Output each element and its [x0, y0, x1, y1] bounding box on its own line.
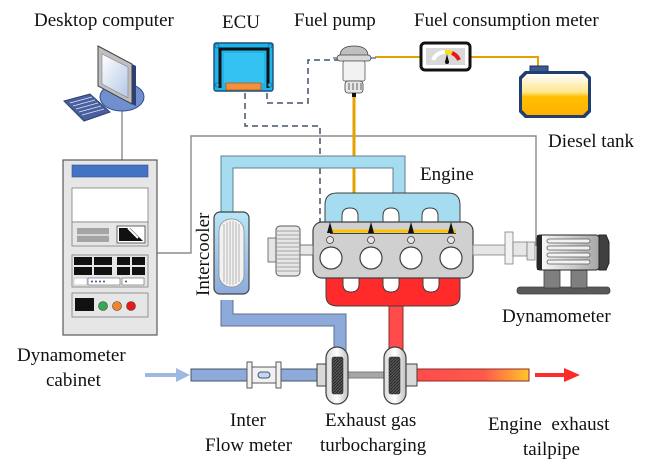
desktop-computer-icon [63, 45, 145, 122]
label-fuel-pump: Fuel pump [294, 10, 376, 31]
exhaust-arrow-icon [535, 368, 580, 382]
exhaust-tailpipe [416, 368, 530, 382]
label-diesel-tank: Diesel tank [548, 131, 635, 152]
engine-pulley [267, 225, 314, 277]
label-engine: Engine [420, 164, 474, 185]
fuel-consumption-meter-icon [419, 41, 472, 72]
cylinder-3 [399, 222, 423, 270]
label-intercooler: Intercooler [193, 212, 214, 296]
cylinder-4 [439, 222, 463, 270]
label-dynamometer-cabinet-line2: cabinet [46, 370, 102, 391]
cable-cabinet-dynamometer [157, 135, 537, 254]
label-turbo-line2: turbocharging [320, 435, 427, 456]
intake-arrow-icon [145, 368, 190, 382]
label-dynamometer: Dynamometer [502, 306, 611, 327]
dynamometer-cabinet-icon [62, 159, 158, 336]
label-turbo-line1: Exhaust gas [325, 410, 416, 431]
status-lamp-green [98, 301, 108, 311]
diesel-tank-icon [519, 65, 591, 118]
intercooler [213, 211, 250, 295]
fuel-line-meter-tank [470, 56, 539, 66]
cabinet-display [71, 187, 149, 223]
status-lamp-red [126, 301, 136, 311]
turbocharger [316, 346, 418, 405]
engine [267, 192, 528, 307]
dynamometer [516, 234, 611, 295]
ecu-icon [213, 42, 274, 92]
status-lamp-orange [112, 301, 122, 311]
ecu-signal-lines [244, 59, 340, 233]
label-dynamometer-cabinet-line1: Dynamometer [17, 345, 126, 366]
label-ecu: ECU [222, 12, 260, 33]
flow-meter [246, 361, 282, 389]
cabinet-header-bar [71, 164, 149, 178]
charge-air-pipe [220, 155, 406, 352]
ecu-connector [225, 82, 262, 91]
label-fuel-consumption-meter: Fuel consumption meter [414, 10, 599, 31]
ecu-to-fuel-pump-signal [266, 59, 340, 104]
communication-cables [121, 110, 537, 254]
label-flow-meter-line2: Flow meter [205, 435, 293, 456]
ecu-to-engine-signal [244, 93, 321, 233]
label-tailpipe-line2: tailpipe [523, 439, 580, 460]
label-flow-meter-line1: Inter [230, 410, 267, 431]
cylinder-2 [359, 222, 383, 270]
cylinder-1 [319, 222, 343, 270]
label-desktop-computer: Desktop computer [34, 10, 175, 31]
fuel-pump-icon [333, 45, 376, 97]
label-tailpipe-line1: Engine exhaust [488, 414, 610, 435]
